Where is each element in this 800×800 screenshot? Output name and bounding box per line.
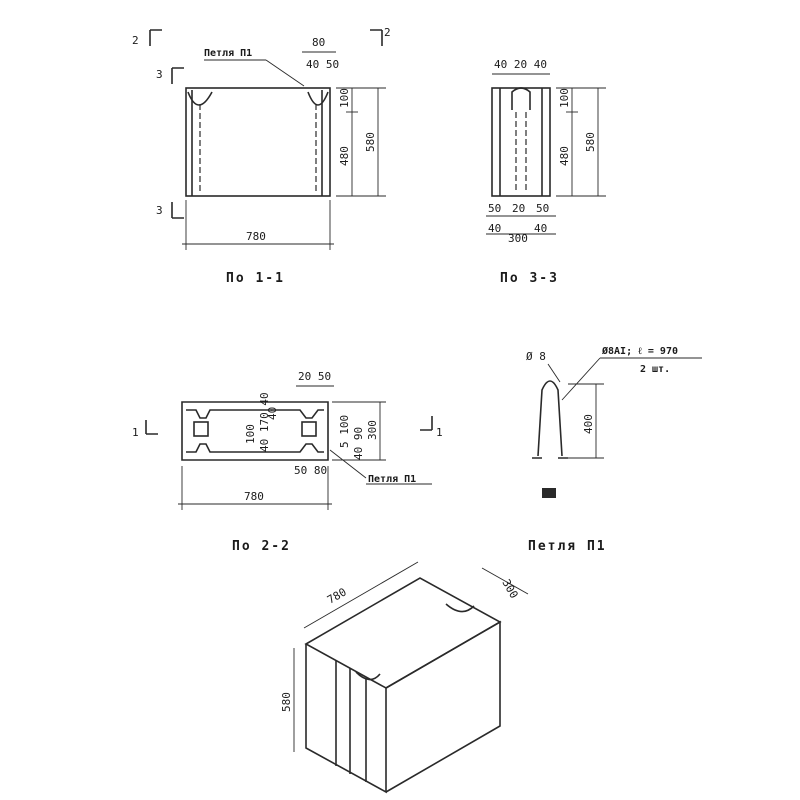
dim-top: 20 50 — [298, 370, 331, 383]
loop-arc-left — [187, 91, 213, 106]
loop-arc-right — [307, 91, 329, 106]
section-mark-1-left — [145, 420, 158, 435]
top-groove-front — [355, 671, 381, 681]
dim-line-length — [303, 561, 419, 629]
section-mark-1-right — [420, 416, 433, 431]
dim-v3: 40 170 40 — [258, 392, 271, 452]
mark-3-bottom: 3 — [156, 204, 163, 217]
iso-width: 300 — [499, 577, 520, 601]
left-face — [305, 644, 387, 794]
right-face — [385, 620, 501, 793]
dim-line-width — [481, 567, 529, 595]
bar-section — [542, 488, 556, 498]
loop-p1-detail: Ø 8 Ø8AI; ℓ = 970 2 шт. 400 Петля П1 — [526, 345, 702, 554]
groove-bottom — [186, 443, 324, 453]
view-2-2: 20 50 40 100 40 170 40 5 100 300 40 90 5… — [132, 370, 443, 554]
dim-h2: 480 — [338, 146, 351, 166]
dim-h1: 100 — [338, 88, 351, 108]
groove-top — [186, 409, 324, 419]
section-mark-2-right — [370, 29, 383, 46]
loop-bar — [537, 380, 563, 457]
dim-h1: 100 — [558, 88, 571, 108]
dim-top: 80 — [312, 36, 325, 49]
leader-line — [561, 357, 601, 401]
caption-1-1: По 1-1 — [226, 271, 285, 286]
leader-line — [329, 449, 367, 479]
loop-label: Петля П1 — [204, 48, 252, 59]
caption-loop: Петля П1 — [528, 539, 607, 554]
spec-label: Ø8AI; ℓ = 970 — [601, 345, 678, 357]
dim-b1: 50 80 — [294, 464, 327, 477]
dim-top: 40 20 40 — [494, 58, 547, 71]
leader-line — [265, 59, 305, 87]
dim-v5: 300 — [366, 420, 379, 440]
dim-b1: 50 — [488, 202, 501, 215]
mark-1-right: 1 — [436, 426, 443, 439]
count-label: 2 шт. — [640, 364, 670, 375]
dim-width: 780 — [244, 490, 264, 503]
dim-v2: 100 — [244, 424, 257, 444]
mark-2-left: 2 — [132, 34, 139, 47]
diam-label: Ø 8 — [526, 350, 546, 363]
block-outline — [181, 401, 329, 461]
leader-line — [547, 363, 561, 383]
loop-cell-right — [301, 421, 317, 437]
block-outline — [185, 87, 331, 197]
dim-b6: 40 — [534, 222, 547, 235]
dim-v6: 40 90 — [352, 427, 365, 460]
section-mark-3-bottom — [171, 202, 184, 219]
loop-shape — [511, 87, 531, 110]
section-mark-2-left — [149, 29, 162, 46]
mark-1-left: 1 — [132, 426, 139, 439]
mark-2-right: 2 — [384, 26, 391, 39]
caption-2-2: По 2-2 — [232, 539, 291, 554]
view-1-1: 2 2 3 3 Петля П1 80 40 50 100 480 580 78… — [132, 26, 391, 286]
loop-label: Петля П1 — [368, 474, 416, 485]
top-groove-back — [445, 603, 475, 613]
iso-length: 780 — [325, 585, 349, 606]
dim-v4: 5 100 — [338, 415, 351, 448]
dim-b4: 40 — [488, 222, 501, 235]
section-mark-3-top — [171, 67, 184, 84]
dim-top-sub: 40 50 — [306, 58, 339, 71]
loop-cell-left — [193, 421, 209, 437]
dim-h3: 580 — [364, 132, 377, 152]
caption-3-3: По 3-3 — [500, 271, 559, 286]
dim-h2: 480 — [558, 146, 571, 166]
mark-3-top: 3 — [156, 68, 163, 81]
dim-b2: 20 — [512, 202, 525, 215]
iso-height: 580 — [280, 692, 293, 712]
dim-h3: 580 — [584, 132, 597, 152]
dim-height: 400 — [582, 414, 595, 434]
dim-b5: 300 — [508, 232, 528, 245]
dim-b3: 50 — [536, 202, 549, 215]
dim-width: 780 — [246, 230, 266, 243]
view-3-3: 40 20 40 100 480 580 50 20 50 40 300 40 … — [486, 58, 606, 286]
dim-v1: 40 — [266, 407, 279, 420]
isometric-view: 780 300 580 — [280, 561, 529, 794]
